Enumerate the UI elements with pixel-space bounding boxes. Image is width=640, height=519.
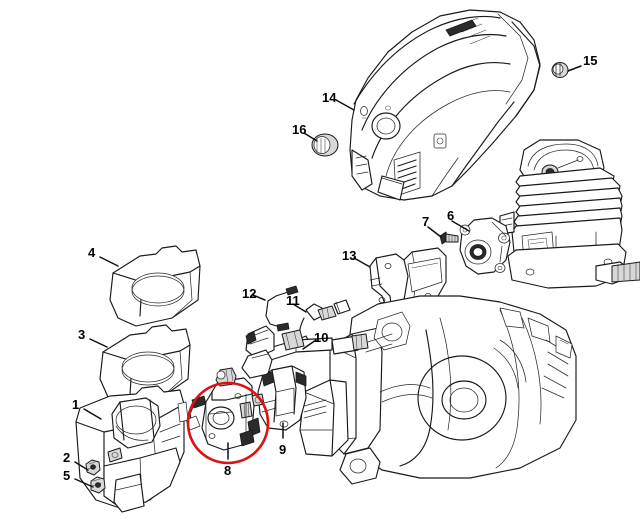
leader-line-2: [74, 461, 89, 471]
leader-line-3: [89, 338, 108, 348]
callout-number-4: 4: [88, 245, 96, 260]
part-crankcase-assembly: [299, 295, 577, 485]
leader-line-14: [335, 99, 355, 111]
part-top-engine-shroud-cover: [349, 9, 541, 201]
callout-number-14: 14: [322, 90, 337, 105]
part-rubber-grommet-small: [551, 62, 569, 78]
callout-number-3: 3: [78, 327, 86, 342]
leader-line-16: [303, 132, 318, 142]
callout-number-12: 12: [242, 286, 257, 301]
part-carburetor: [185, 367, 265, 451]
highlight-ring-carburetor: [186, 381, 270, 465]
part-hex-nut-upper: [85, 459, 101, 476]
callout-number-5: 5: [63, 468, 71, 483]
part-hex-nut-lower: [90, 476, 106, 494]
callout-number-1: 1: [72, 397, 80, 412]
leader-line-6: [451, 220, 470, 232]
part-rubber-plug-grommet: [311, 133, 339, 157]
part-choke-rod: [265, 285, 299, 332]
callout-number-2: 2: [63, 450, 71, 465]
callout-number-11: 11: [286, 293, 300, 308]
leader-line-12: [252, 294, 266, 301]
leader-line-11: [292, 303, 307, 313]
leader-line-10: [302, 339, 317, 350]
part-screw: [439, 231, 459, 245]
leader-line-15: [567, 65, 582, 72]
part-carburetor-bracket: [257, 365, 307, 431]
part-throttle-shaft-rod: [241, 325, 369, 379]
part-cylinder-assembly: [499, 139, 640, 289]
callout-number-7: 7: [422, 214, 430, 229]
part-intake-manifold-flange: [459, 217, 511, 275]
callout-number-13: 13: [342, 248, 357, 263]
callout-number-6: 6: [447, 208, 455, 223]
callout-leader-lines: [74, 65, 582, 488]
leader-line-5: [74, 478, 94, 488]
leader-line-4: [99, 256, 119, 267]
part-air-filter-lower: [99, 324, 191, 406]
leader-line-13: [353, 257, 371, 268]
callout-number-16: 16: [292, 122, 307, 137]
part-air-filter-housing-base: [75, 385, 189, 513]
callout-number-15: 15: [583, 53, 598, 68]
callout-number-10: 10: [314, 330, 329, 345]
callout-number-9: 9: [279, 442, 287, 457]
leader-line-7: [427, 226, 442, 238]
callout-number-8: 8: [224, 463, 232, 478]
leader-line-1: [83, 408, 102, 420]
part-air-filter-upper: [109, 245, 201, 327]
